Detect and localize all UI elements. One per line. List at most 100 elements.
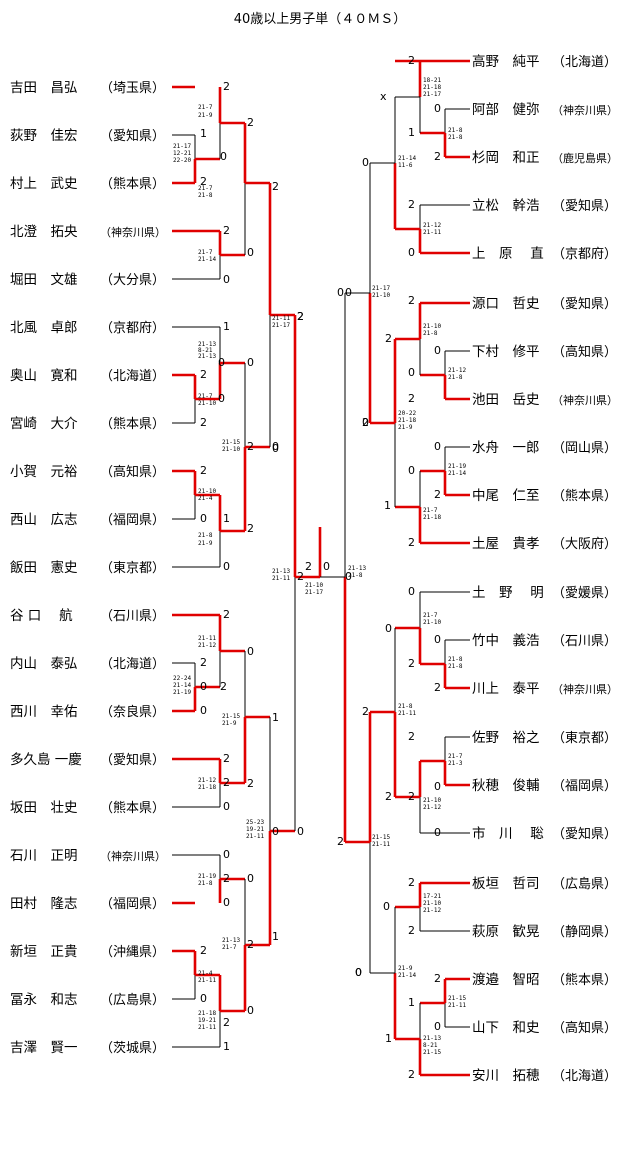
game-score: 21-15	[423, 1049, 441, 1056]
game-score: 21-14	[448, 470, 466, 477]
player-prefecture: （石川県）	[552, 634, 617, 649]
player-prefecture: （茨城県）	[100, 1041, 165, 1056]
player-prefecture: （熊本県）	[100, 800, 165, 816]
player-name: 吉田 昌弘	[10, 80, 78, 96]
match-result: 2	[408, 876, 415, 889]
match-result: 1	[384, 499, 391, 512]
player-prefecture: （大阪府）	[552, 537, 617, 552]
player-name: 市 川 聡	[472, 825, 544, 842]
match-result: 0	[408, 246, 415, 259]
game-score: 21-9	[198, 112, 213, 119]
match-result: 2	[223, 752, 230, 765]
match-result: 0	[218, 392, 225, 405]
game-score: 22-20	[173, 157, 191, 164]
player-prefecture: （愛知県）	[552, 296, 617, 312]
player-name: 佐野 裕之	[472, 730, 540, 746]
game-score: 21-11	[423, 229, 441, 236]
game-score: 21-13	[222, 937, 240, 944]
match-result: 0	[434, 1020, 441, 1033]
match-result: 2	[408, 54, 415, 67]
bracket-lines	[172, 59, 470, 1077]
match-result: 0	[362, 416, 369, 429]
game-score: 21-7	[198, 185, 213, 192]
match-result: 0	[408, 366, 415, 379]
game-score: 21-7	[222, 944, 237, 951]
player-prefecture: （北海道）	[100, 369, 165, 384]
match-result: 2	[385, 332, 392, 345]
game-score: 21-8	[198, 192, 213, 199]
match-result: 0	[247, 246, 254, 259]
match-result: 2	[408, 790, 415, 803]
player-prefecture: （神奈川県）	[552, 393, 618, 407]
player-prefecture: （岡山県）	[552, 441, 617, 456]
match-result: 0	[434, 633, 441, 646]
match-result: 2	[223, 872, 230, 885]
player-name: 下村 修平	[472, 344, 540, 360]
player-prefecture: （埼玉県）	[100, 81, 165, 96]
player-prefecture: （静岡県）	[552, 925, 617, 940]
match-result: 0	[297, 825, 304, 838]
match-result: 2	[247, 116, 254, 129]
game-score: 21-8	[448, 374, 463, 381]
game-score: 11-6	[398, 162, 413, 169]
match-result: 1	[223, 512, 230, 525]
player-name: 水舟 一郎	[472, 440, 540, 456]
game-score: 17-21	[423, 893, 441, 900]
player-name: 村上 武史	[10, 176, 78, 192]
player-name: 上 原 直	[472, 246, 544, 262]
match-result: 2	[408, 536, 415, 549]
match-result: 0	[362, 156, 369, 169]
player-prefecture: （熊本県）	[100, 416, 165, 432]
player-prefecture: （広島県）	[100, 993, 165, 1008]
match-result: 2	[223, 224, 230, 237]
player-name: 谷 口 航	[10, 608, 73, 624]
match-result: 0	[223, 896, 230, 909]
match-result: 0	[355, 966, 362, 979]
match-result: 0	[272, 440, 279, 453]
player-name: 高野 純平	[472, 53, 540, 70]
match-result: 0	[223, 800, 230, 813]
player-name: 渡邉 智昭	[472, 972, 540, 988]
game-score: 21-18	[423, 514, 441, 521]
match-result: 0	[200, 704, 207, 717]
game-score: 21-17	[173, 143, 191, 150]
player-prefecture: （北海道）	[100, 657, 165, 672]
player-name: 中尾 仁至	[472, 488, 540, 504]
game-score: 21-15	[222, 439, 240, 446]
game-score: 21-12	[448, 367, 466, 374]
game-score: 21-7	[423, 507, 438, 514]
player-prefecture: （愛媛県）	[552, 586, 617, 601]
bracket-title: 40歳以上男子単（４０ＭＳ）	[233, 12, 407, 27]
match-result: 2	[434, 488, 441, 501]
game-score: 21-14	[398, 155, 416, 162]
match-result: 0	[223, 560, 230, 573]
match-result: 2	[434, 972, 441, 985]
match-result: 0	[218, 356, 225, 369]
game-score: 18-21	[423, 77, 441, 84]
match-result: 0	[200, 680, 207, 693]
match-result: 0	[408, 585, 415, 598]
game-score: 8-21	[423, 1042, 438, 1049]
game-score: 21-8	[198, 532, 213, 539]
game-score: 21-13	[423, 1035, 441, 1042]
bracket-labels: 吉田 昌弘（埼玉県）荻野 佳宏（愛知県）村上 武史（熊本県）北澄 拓央（神奈川県…	[10, 53, 618, 1084]
match-result: 2	[362, 416, 369, 429]
player-prefecture: （北海道）	[552, 1069, 617, 1084]
match-result: 0	[345, 570, 352, 583]
match-result: 2	[272, 180, 279, 193]
game-score: 21-10	[222, 446, 240, 453]
match-result: 2	[223, 776, 230, 789]
player-prefecture: （石川県）	[100, 609, 165, 624]
player-prefecture: （高知県）	[552, 344, 617, 360]
match-result: 2	[247, 440, 254, 453]
game-score: 21-11	[372, 841, 390, 848]
player-prefecture: （北海道）	[552, 55, 617, 70]
game-score: 21-10	[423, 797, 441, 804]
player-name: 秋穂 俊輔	[472, 778, 540, 794]
match-result: 2	[220, 680, 227, 693]
game-score: 21-11	[198, 977, 216, 984]
match-result: 2	[200, 175, 207, 188]
player-name: 田村 隆志	[10, 896, 78, 912]
player-prefecture: （福岡県）	[552, 779, 617, 794]
player-prefecture: （沖縄県）	[100, 945, 165, 960]
